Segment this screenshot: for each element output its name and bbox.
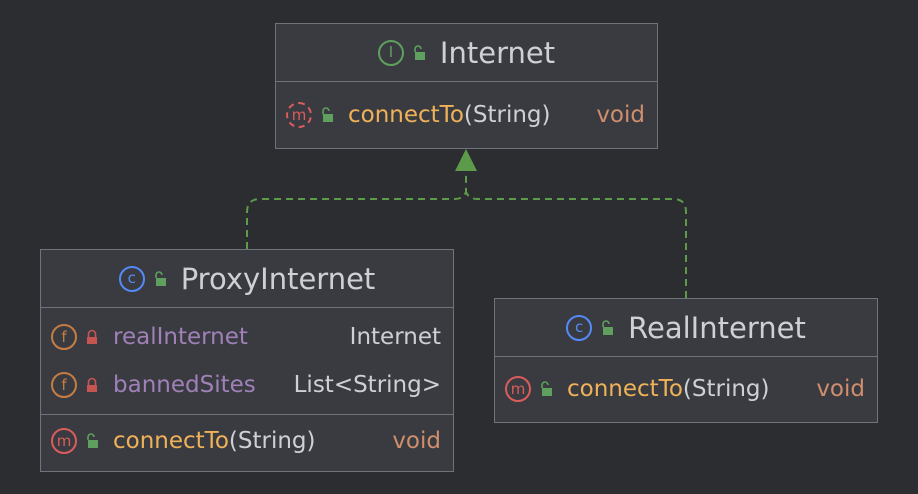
method-row[interactable]: m connectTo(String) void (495, 357, 877, 421)
method-name: connectTo (348, 102, 464, 128)
methods-section: m connectTo(String) void (276, 82, 657, 148)
interface-icon: I (377, 39, 404, 66)
return-type: void (392, 428, 441, 454)
fields-section: f realInternet Internet f bannedSites Li… (41, 308, 453, 415)
open-paren: ( (682, 376, 692, 402)
node-header: c ProxyInternet (41, 250, 453, 308)
class-icon: c (118, 265, 145, 292)
locked-private-icon (85, 329, 99, 345)
field-icon: f (51, 372, 77, 398)
node-header: I Internet (276, 24, 657, 82)
method-param: String (472, 102, 542, 128)
interface-node-internet[interactable]: I Internet m connectTo(String) void (275, 23, 658, 149)
method-param: String (691, 376, 761, 402)
method-icon: m (51, 428, 77, 454)
unlocked-public-icon (85, 433, 99, 449)
field-type: List<String> (293, 372, 441, 398)
field-row[interactable]: f bannedSites List<String> (41, 361, 453, 409)
field-name: realInternet (113, 324, 248, 350)
node-title: Internet (439, 35, 556, 70)
node-title: RealInternet (628, 310, 806, 345)
methods-section: m connectTo(String) void (41, 415, 453, 467)
locked-private-icon (85, 377, 99, 393)
realization-arrowhead (455, 149, 477, 171)
method-param: String (237, 428, 307, 454)
real-realization-edge (465, 191, 687, 298)
class-icon: c (566, 314, 593, 341)
open-paren: ( (463, 102, 473, 128)
method-name: connectTo (113, 428, 229, 454)
method-name: connectTo (567, 376, 683, 402)
field-icon: f (51, 324, 77, 350)
method-icon: m (505, 376, 531, 402)
methods-section: m connectTo(String) void (495, 357, 877, 421)
close-paren: ) (541, 102, 551, 128)
return-type: void (596, 102, 645, 128)
method-row[interactable]: m connectTo(String) void (276, 82, 657, 148)
unlocked-public-icon (600, 319, 614, 336)
method-row[interactable]: m connectTo(String) void (41, 415, 453, 467)
field-name: bannedSites (113, 372, 256, 398)
class-node-realinternet[interactable]: c RealInternet m connectTo(String) void (494, 298, 878, 423)
unlocked-public-icon (153, 270, 167, 287)
unlocked-public-icon (320, 107, 334, 123)
node-title: ProxyInternet (180, 261, 376, 296)
unlocked-public-icon (539, 381, 553, 397)
abstract-method-icon: m (286, 102, 312, 128)
field-type: Internet (349, 324, 441, 350)
field-row[interactable]: f realInternet Internet (41, 313, 453, 361)
open-paren: ( (228, 428, 238, 454)
return-type: void (816, 376, 865, 402)
proxy-realization-edge (246, 170, 467, 249)
class-node-proxyinternet[interactable]: c ProxyInternet f realInternet Internet … (40, 249, 454, 472)
node-header: c RealInternet (495, 299, 877, 357)
unlocked-public-icon (412, 44, 426, 61)
close-paren: ) (306, 428, 316, 454)
close-paren: ) (760, 376, 770, 402)
